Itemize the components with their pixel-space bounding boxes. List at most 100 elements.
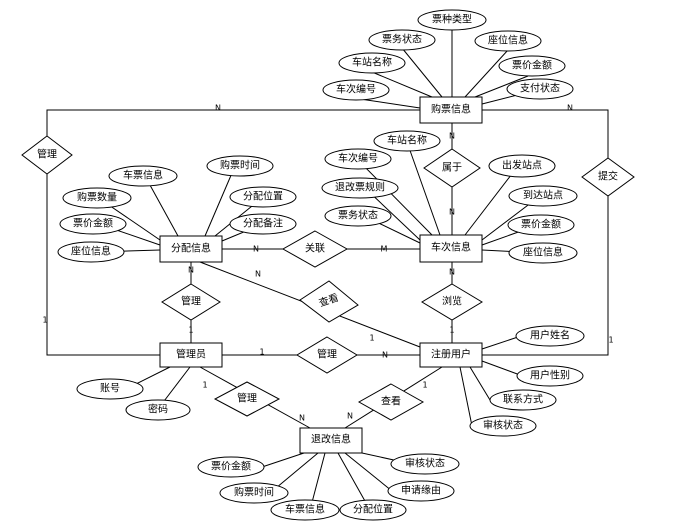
svg-text:注册用户: 注册用户 (431, 348, 471, 361)
svg-text:退改信息: 退改信息 (311, 433, 351, 446)
attribute-zhi-fu-zhuang-tai: 支付状态 (506, 78, 574, 100)
attribute-zuo-wei-xin-xi: 座位信息 (57, 241, 125, 263)
attribute-yong-hu-xing-ming: 用户姓名 (515, 325, 585, 347)
svg-text:属于: 属于 (442, 162, 462, 174)
cardinality-labels: N N 1 1 N N N M N 1 N 1 N 1 1 N 1 N 1 N (42, 104, 613, 423)
relationship-guan-lian: 关联 (281, 230, 349, 268)
attribute-zuo-wei-xin-xi: 座位信息 (474, 30, 542, 52)
attribute-che-piao-xin-xi: 车票信息 (108, 165, 178, 187)
svg-text:车站名称: 车站名称 (387, 134, 427, 147)
svg-text:浏览: 浏览 (442, 295, 462, 308)
attribute-gou-piao-shi-jian: 购票时间 (219, 482, 289, 504)
cardinality-n: N (567, 104, 573, 113)
svg-text:关联: 关联 (305, 242, 325, 255)
svg-text:车站名称: 车站名称 (352, 56, 392, 69)
svg-text:票价金额: 票价金额 (211, 460, 251, 473)
attribute-gou-piao-shu-liang: 购票数量 (62, 187, 132, 209)
svg-text:支付状态: 支付状态 (520, 82, 560, 95)
attribute-piao-wu-zhuang-tai: 票务状态 (368, 29, 436, 51)
cardinality-n: N (449, 268, 455, 277)
attribute-gou-piao-shi-jian: 购票时间 (206, 155, 274, 177)
svg-text:分配位置: 分配位置 (243, 190, 283, 203)
cardinality-n: N (253, 245, 259, 254)
svg-text:车票信息: 车票信息 (123, 169, 163, 182)
svg-text:购票时间: 购票时间 (220, 159, 260, 172)
attribute-shen-he-zhuang-tai: 审核状态 (390, 453, 460, 475)
svg-text:座位信息: 座位信息 (523, 246, 563, 259)
attribute-che-zhan-ming-cheng: 车站名称 (373, 130, 441, 152)
connector-lines (46, 30, 609, 511)
cardinality-one: 1 (369, 334, 374, 343)
attribute-fen-pei-wei-zhi: 分配位置 (339, 499, 407, 521)
attribute-dao-da-zhan-dian: 到达站点 (508, 185, 578, 207)
svg-text:购票信息: 购票信息 (431, 103, 471, 116)
attribute-che-zhan-ming-cheng: 车站名称 (338, 52, 406, 74)
attribute-mi-ma: 密码 (125, 399, 191, 421)
cardinality-n: N (347, 412, 353, 421)
relationship-guan-li-mid: 管理 (296, 336, 358, 374)
attribute-zuo-wei-xin-xi: 座位信息 (508, 242, 578, 264)
entity-guan-li-yuan: 管理员 (159, 342, 223, 368)
cardinality-n: N (215, 104, 221, 113)
attribute-fen-pei-bei-zhu: 分配备注 (229, 213, 297, 235)
svg-text:申请缘由: 申请缘由 (401, 484, 441, 497)
cardinality-n: N (449, 132, 455, 141)
svg-text:车次编号: 车次编号 (336, 83, 376, 96)
svg-text:管理: 管理 (317, 348, 337, 361)
svg-text:审核状态: 审核状态 (483, 419, 523, 432)
attribute-piao-zhong-lei-xing: 票种类型 (417, 9, 487, 31)
entity-tui-gai-xin-xi: 退改信息 (299, 427, 363, 454)
attribute-piao-jia-jin-e: 票价金额 (498, 55, 566, 77)
svg-text:密码: 密码 (148, 403, 168, 416)
cardinality-n: N (299, 414, 305, 423)
cardinality-one: 1 (188, 326, 193, 335)
svg-text:到达站点: 到达站点 (523, 189, 563, 202)
svg-text:管理: 管理 (237, 392, 257, 405)
svg-text:车次编号: 车次编号 (338, 152, 378, 165)
svg-text:票务状态: 票务状态 (338, 209, 378, 222)
svg-text:座位信息: 座位信息 (488, 34, 528, 47)
attribute-che-piao-xin-xi: 车票信息 (270, 499, 340, 521)
svg-text:管理: 管理 (181, 295, 201, 308)
relationship-ti-jiao: 提交 (581, 157, 635, 197)
entity-fen-pei-xin-xi: 分配信息 (159, 235, 223, 263)
attribute-chu-fa-zhan-dian: 出发站点 (488, 154, 556, 178)
cardinality-m: M (381, 245, 388, 254)
svg-text:联系方式: 联系方式 (503, 393, 543, 406)
attribute-piao-jia-jin-e: 票价金额 (507, 214, 575, 236)
svg-text:车次信息: 车次信息 (431, 241, 471, 254)
relationship-liu-lan: 浏览 (421, 283, 483, 321)
attribute-che-ci-bian-hao: 车次编号 (322, 79, 390, 101)
svg-text:票务状态: 票务状态 (382, 33, 422, 46)
relationship-cha-kan-mid: 查看 (299, 280, 359, 323)
entity-gou-piao-xin-xi: 购票信息 (419, 96, 483, 124)
relationship-guan-li-low: 管理 (213, 381, 281, 417)
cardinality-n: N (449, 208, 455, 217)
svg-text:分配备注: 分配备注 (243, 217, 283, 230)
svg-text:购票数量: 购票数量 (77, 191, 117, 204)
svg-text:管理: 管理 (37, 148, 57, 161)
entity-zhu-ce-yong-hu: 注册用户 (419, 342, 483, 368)
attribute-piao-wu-zhuang-tai: 票务状态 (324, 205, 392, 227)
svg-text:账号: 账号 (100, 383, 120, 395)
entity-che-ci-xin-xi: 车次信息 (419, 234, 483, 263)
relationship-shu-yu: 属于 (423, 148, 481, 188)
svg-text:提交: 提交 (598, 170, 618, 183)
attribute-piao-jia-jin-e: 票价金额 (197, 456, 265, 478)
svg-text:票价金额: 票价金额 (512, 59, 552, 72)
attribute-shen-qing-yuan-you: 申请缘由 (387, 480, 455, 502)
cardinality-one: 1 (422, 381, 427, 390)
svg-text:用户姓名: 用户姓名 (530, 329, 570, 342)
svg-text:票价金额: 票价金额 (73, 217, 113, 230)
cardinality-n: N (188, 266, 194, 275)
svg-text:购票时间: 购票时间 (234, 486, 274, 499)
attribute-shen-he-zhuang-tai: 审核状态 (469, 415, 537, 437)
svg-text:分配位置: 分配位置 (353, 503, 393, 516)
attribute-che-ci-bian-hao: 车次编号 (324, 148, 392, 170)
svg-text:车票信息: 车票信息 (285, 503, 325, 516)
attribute-piao-jia-jin-e: 票价金额 (59, 213, 127, 235)
attribute-yong-hu-xing-bie: 用户性别 (516, 365, 584, 387)
svg-text:票种类型: 票种类型 (432, 13, 472, 26)
attribute-lian-xi-fang-shi: 联系方式 (489, 389, 557, 411)
